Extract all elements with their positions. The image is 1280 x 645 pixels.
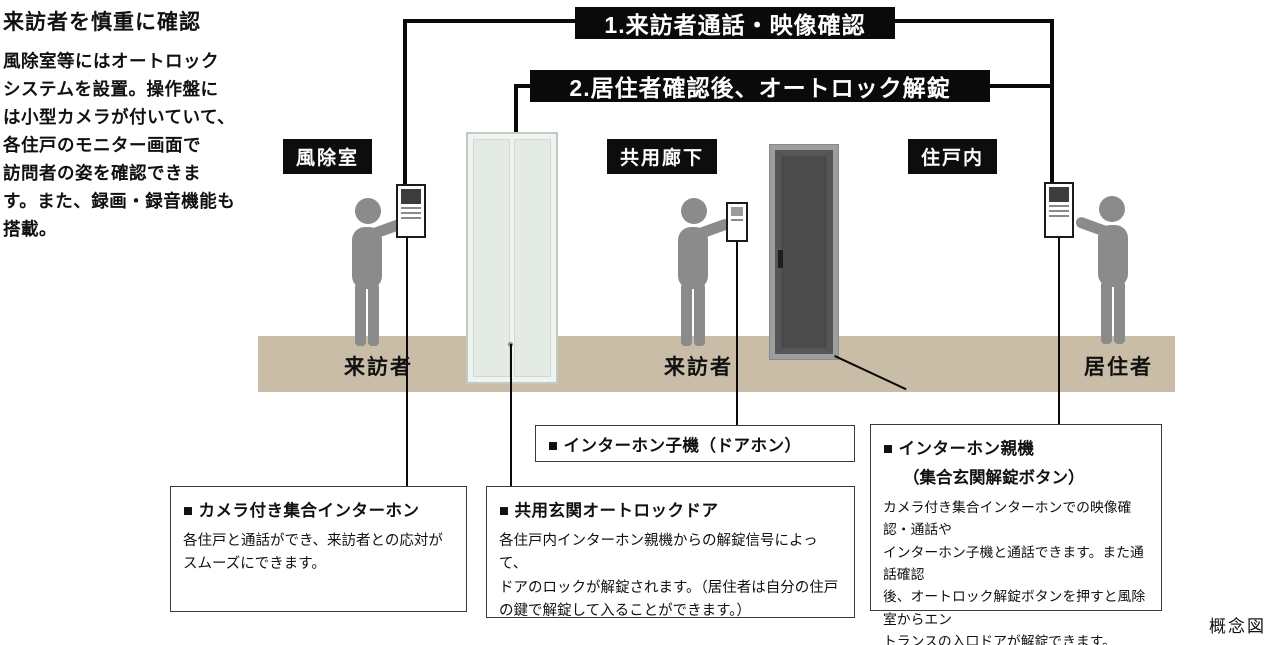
flow2-line-right (988, 84, 1054, 88)
connector-parent-unit (1058, 236, 1060, 424)
door-handle (778, 250, 783, 268)
callout-autolock-door-body: 各住戸内インターホン親機からの解錠信号によって、 ドアのロックが解錠されます。（… (499, 533, 839, 620)
monitor-screen (1049, 187, 1069, 202)
flow1-line-left (405, 19, 577, 23)
ground-strip (258, 336, 1175, 392)
actor-label-visitor-2: 来訪者 (664, 356, 733, 379)
step1-label: 1.来訪者通話・映像確認 (604, 12, 866, 38)
glass-door-pane-right (514, 139, 551, 377)
callout-camera-intercom-body: 各住戸と通話ができ、来訪者との応対が スムーズにできます。 (183, 533, 443, 573)
callout-parent-unit: ■ インターホン親機 （集合玄関解錠ボタン） カメラ付き集合インターホンでの映像… (870, 424, 1162, 645)
connector-doorphone (736, 240, 738, 425)
entrance-intercom-device (396, 184, 426, 238)
callout-parent-unit-body: カメラ付き集合インターホンでの映像確認・通話や インターホン子機と通話できます。… (883, 500, 1146, 645)
intercom-button-row (401, 217, 421, 219)
intercom-camera-screen (401, 189, 421, 204)
callout-doorphone-title: ■ インターホン子機（ドアホン） (548, 436, 802, 455)
intro-text: 風除室等にはオートロック システムを設置。操作盤に は小型カメラが付いていて、 … (3, 51, 236, 239)
step2-banner: 2.居住者確認後、オートロック解錠 (530, 70, 990, 102)
flow2-line-left (514, 84, 532, 88)
doorphone-device (726, 202, 748, 242)
person-silhouette-icon (1075, 196, 1128, 344)
callout-parent-unit-subtitle: （集合玄関解錠ボタン） (903, 469, 1085, 487)
visitor-figure-entrance (346, 198, 418, 348)
parent-monitor-device (1044, 182, 1074, 238)
visitor-figure-corridor (672, 198, 744, 348)
zone-label-windbreak: 風除室 (283, 139, 373, 174)
zone-label-corridor: 共用廊下 (607, 139, 718, 174)
actor-label-resident: 居住者 (1084, 356, 1153, 379)
page-title: 来訪者を慎重に確認 (3, 11, 201, 34)
dwelling-entrance-door (769, 144, 839, 360)
callout-autolock-door-title: ■ 共用玄関オートロックドア (499, 502, 719, 520)
zone-label-dwelling: 住戸内 (908, 139, 998, 174)
autolock-glass-door (466, 132, 558, 384)
concept-note: 概念図 (1209, 617, 1266, 636)
callout-camera-intercom: ■ カメラ付き集合インターホン 各住戸と通話ができ、来訪者との応対が スムーズに… (170, 486, 467, 612)
monitor-button-row (1049, 215, 1069, 217)
callout-autolock-door: ■ 共用玄関オートロックドア 各住戸内インターホン親機からの解錠信号によって、 … (486, 486, 855, 619)
doorphone-speaker (731, 207, 743, 216)
connector-autolock-door (510, 344, 512, 486)
callout-camera-intercom-title: ■ カメラ付き集合インターホン (183, 502, 420, 520)
person-silhouette-icon (352, 198, 405, 346)
flow1-drop-left (403, 19, 407, 188)
door-panel (781, 156, 827, 348)
monitor-button-row (1049, 205, 1069, 207)
glass-door-pane-left (473, 139, 510, 377)
resident-figure (1062, 196, 1134, 346)
intercom-button-row (401, 212, 421, 214)
door-leaf (775, 150, 833, 354)
doorphone-button (731, 219, 743, 221)
callout-doorphone: ■ インターホン子機（ドアホン） (535, 425, 855, 462)
flow-drop-right (1050, 19, 1054, 184)
person-silhouette-icon (678, 198, 731, 346)
connector-entrance-intercom (406, 236, 408, 486)
intercom-button-row (401, 207, 421, 209)
callout-parent-unit-title: ■ インターホン親機 (883, 440, 1035, 458)
monitor-button-row (1049, 210, 1069, 212)
actor-label-visitor-1: 来訪者 (344, 356, 413, 379)
step1-banner: 1.来訪者通話・映像確認 (575, 7, 895, 39)
flow2-drop-left (514, 84, 518, 134)
step2-label: 2.居住者確認後、オートロック解錠 (569, 75, 951, 101)
flow1-line-right (893, 19, 1054, 23)
